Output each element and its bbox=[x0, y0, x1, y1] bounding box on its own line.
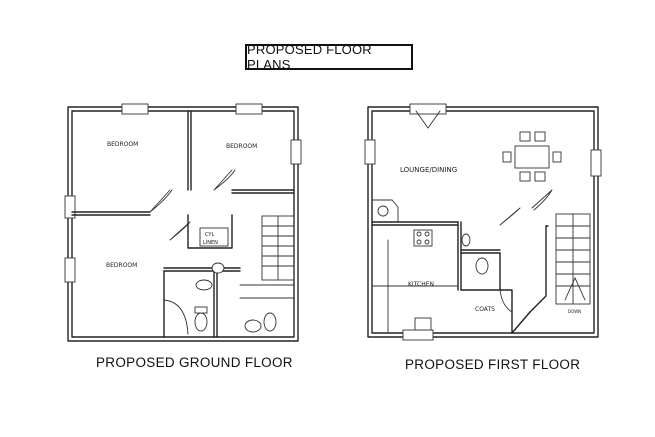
stair-arrow-icon bbox=[564, 276, 586, 301]
ground-door bbox=[213, 169, 236, 191]
first-window bbox=[409, 103, 447, 115]
basin-icon bbox=[244, 319, 262, 333]
room-label: LINEN bbox=[203, 240, 218, 246]
room-label: DOWN bbox=[568, 309, 581, 314]
chair-icon bbox=[519, 171, 531, 182]
ground-partition bbox=[213, 270, 218, 338]
first-partition bbox=[457, 221, 462, 291]
ground-window bbox=[64, 195, 76, 219]
basin-icon bbox=[461, 233, 471, 247]
ground-door bbox=[169, 221, 191, 241]
first-partition bbox=[460, 289, 513, 334]
ground-partition bbox=[187, 214, 233, 249]
first-partition bbox=[529, 225, 549, 313]
room-label: KITCHEN bbox=[408, 281, 434, 288]
first-partition bbox=[460, 249, 501, 254]
hob-ring-icon bbox=[416, 239, 422, 245]
first-window bbox=[402, 329, 434, 341]
toilet-icon bbox=[194, 312, 208, 332]
ground-floor-caption: PROPOSED GROUND FLOOR bbox=[96, 355, 293, 370]
chair-icon bbox=[552, 151, 562, 163]
first-floor-plan: LOUNGE/DINING KITCHEN COATS DOWN bbox=[364, 103, 602, 341]
page-title-text: PROPOSED FLOOR PLANS bbox=[247, 42, 372, 72]
first-door bbox=[499, 289, 513, 313]
ground-window bbox=[235, 103, 263, 115]
toilet-icon bbox=[211, 262, 225, 274]
room-label: CYL bbox=[205, 232, 214, 238]
ground-door bbox=[149, 189, 173, 213]
first-window bbox=[364, 139, 376, 165]
chair-icon bbox=[502, 151, 512, 163]
ground-wall bbox=[239, 284, 295, 299]
ground-floor-plan: BEDROOM BEDROOM BEDROOM CYL LINEN bbox=[64, 103, 302, 342]
ground-partition bbox=[71, 211, 151, 216]
room-label: BEDROOM bbox=[107, 141, 138, 148]
hob-icon bbox=[413, 229, 433, 247]
first-window bbox=[590, 149, 602, 177]
sink-icon bbox=[414, 317, 432, 331]
page-title: PROPOSED FLOOR PLANS bbox=[245, 42, 413, 72]
ground-window bbox=[64, 257, 76, 283]
ground-inner-wall bbox=[71, 110, 295, 338]
ground-door bbox=[163, 299, 189, 335]
room-label: LOUNGE/DINING bbox=[400, 166, 457, 174]
chair-icon bbox=[534, 171, 546, 182]
room-label: BEDROOM bbox=[106, 262, 137, 269]
toilet-icon bbox=[263, 312, 277, 332]
cylinder-cupboard bbox=[199, 227, 229, 247]
ground-partition bbox=[163, 267, 241, 272]
first-floor-caption: PROPOSED FIRST FLOOR bbox=[405, 357, 581, 372]
chair-icon bbox=[519, 131, 531, 142]
first-door bbox=[531, 189, 553, 211]
ground-window bbox=[290, 139, 302, 165]
ground-window bbox=[121, 103, 149, 115]
hob-ring-icon bbox=[416, 231, 422, 237]
chair-icon bbox=[534, 131, 546, 142]
stove-icon bbox=[377, 205, 389, 217]
first-door bbox=[499, 207, 521, 226]
first-partition bbox=[511, 311, 531, 334]
room-label: BEDROOM bbox=[226, 143, 257, 150]
first-outer-wall bbox=[367, 106, 599, 338]
hob-ring-icon bbox=[424, 239, 430, 245]
first-partition bbox=[371, 221, 459, 226]
hob-ring-icon bbox=[424, 231, 430, 237]
ground-partition bbox=[231, 189, 295, 194]
room-label: COATS bbox=[475, 306, 495, 313]
toilet-cistern-icon bbox=[194, 306, 208, 314]
basin-icon bbox=[195, 279, 213, 291]
dining-table-icon bbox=[514, 145, 550, 169]
ground-outer-wall bbox=[67, 106, 299, 342]
toilet-icon bbox=[475, 257, 489, 275]
first-door bbox=[415, 110, 441, 129]
